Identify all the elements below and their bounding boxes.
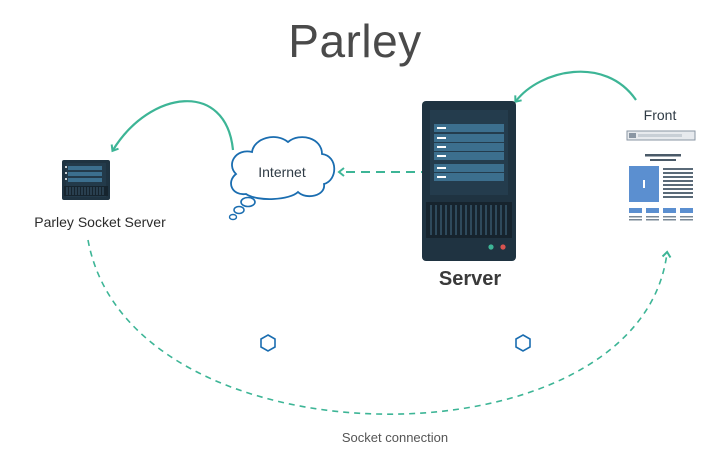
cloud-icon — [228, 136, 336, 221]
diagram-title: Parley — [288, 15, 422, 67]
socket-connection-line — [87, 239, 672, 415]
arrow-internet-to-socket-server — [110, 100, 235, 153]
server-label: Server — [438, 268, 502, 290]
arrow-front-to-server — [514, 70, 637, 104]
socket-server-icon — [62, 160, 110, 200]
internet-label: Internet — [258, 164, 306, 180]
front-label: Front — [643, 107, 677, 123]
front-page-icon — [626, 130, 696, 221]
hexagon-marker-left — [260, 334, 276, 352]
socket-server-label: Parley Socket Server — [34, 214, 166, 230]
hexagon-marker-right — [515, 334, 531, 352]
socket-connection-label: Socket connection — [341, 430, 449, 445]
server-icon — [422, 101, 516, 261]
